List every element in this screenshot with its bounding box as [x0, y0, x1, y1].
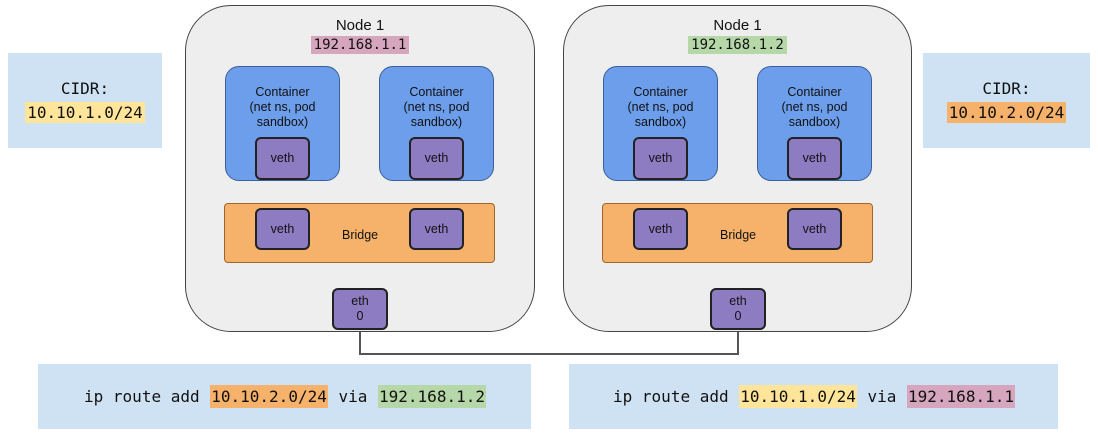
node1-container-1-label: Container (net ns, pod sandbox)	[249, 85, 316, 129]
node1-bridge-veth-2: veth	[409, 208, 464, 250]
node1-container-2-veth: veth	[409, 137, 464, 180]
link-eth-left-down	[359, 330, 361, 355]
route-right-gateway: 192.168.1.1	[907, 385, 1015, 408]
node1-title: Node 1	[335, 17, 385, 34]
right-cidr-value: 10.10.2.0/24	[946, 101, 1067, 123]
node2-bridge-veth-2: veth	[787, 208, 842, 250]
route-left-gateway: 192.168.1.2	[378, 385, 486, 408]
node2-ip: 192.168.1.2	[563, 36, 912, 54]
route-right-box: ip route add 10.10.1.0/24 via 192.168.1.…	[569, 364, 1058, 429]
route-right-via: via	[857, 387, 907, 406]
node1-container-2: Container (net ns, pod sandbox)	[379, 66, 494, 181]
node2-container-2-label: Container (net ns, pod sandbox)	[781, 85, 848, 129]
route-right-prefix: ip route add	[613, 387, 739, 406]
link-eth-right-down	[737, 330, 739, 355]
node2-bridge-label: Bridge	[720, 228, 757, 242]
route-left-prefix: ip route add	[84, 387, 210, 406]
left-cidr-title: CIDR:	[60, 78, 110, 98]
node2-container-1-label: Container (net ns, pod sandbox)	[627, 85, 694, 129]
node1-container-1-veth: veth	[255, 137, 310, 180]
node1-eth0: eth 0	[332, 288, 388, 330]
node2-ip-value: 192.168.1.2	[688, 36, 787, 54]
route-left-box: ip route add 10.10.2.0/24 via 192.168.1.…	[38, 364, 531, 429]
node1-bridge-label: Bridge	[342, 228, 379, 242]
route-left-cidr: 10.10.2.0/24	[210, 385, 328, 408]
left-cidr-value: 10.10.1.0/24	[25, 101, 145, 123]
route-left-via: via	[328, 387, 378, 406]
node2-title: Node 1	[713, 17, 762, 34]
node2-bridge-veth-1: veth	[633, 208, 688, 250]
right-cidr-box: CIDR: 10.10.2.0/24	[923, 53, 1090, 148]
node1-ip-value: 192.168.1.1	[310, 36, 410, 54]
left-cidr-box: CIDR: 10.10.1.0/24	[8, 53, 162, 148]
link-eth-horizontal	[359, 353, 739, 355]
node1-container-1: Container (net ns, pod sandbox)	[225, 66, 340, 181]
node2-container-1-veth: veth	[633, 137, 688, 180]
node1-ip: 192.168.1.1	[185, 36, 535, 54]
right-cidr-title: CIDR:	[982, 78, 1031, 98]
node1-container-2-label: Container (net ns, pod sandbox)	[403, 85, 470, 129]
route-right-cidr: 10.10.1.0/24	[739, 385, 857, 408]
node2-eth0: eth 0	[710, 288, 766, 330]
node2-container-2-veth: veth	[787, 137, 842, 180]
node1-bridge-veth-1: veth	[255, 208, 310, 250]
